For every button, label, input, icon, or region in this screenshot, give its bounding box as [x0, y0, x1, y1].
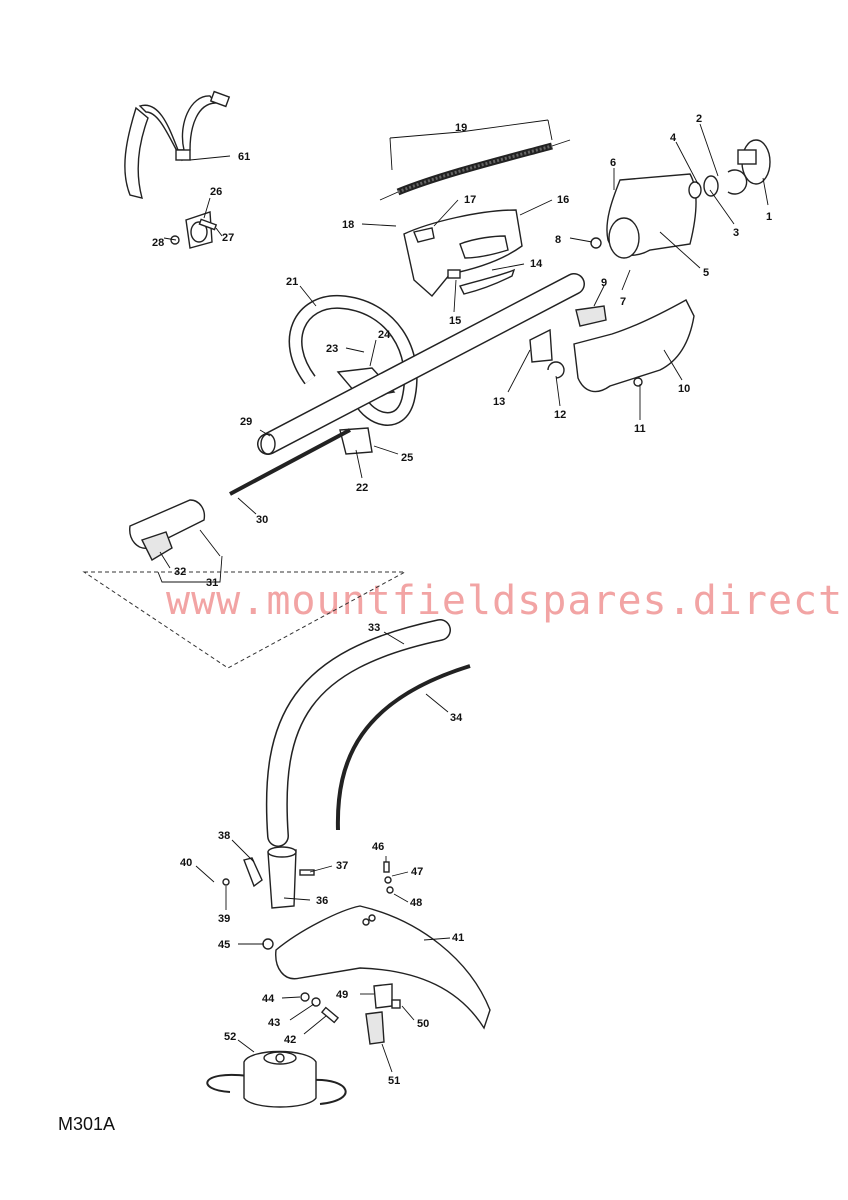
callout-32: 32 [174, 566, 186, 578]
throttle-handle-housing [403, 209, 523, 298]
callout-7: 7 [620, 296, 626, 308]
callout-8: 8 [555, 234, 561, 246]
drive-shaft [229, 428, 351, 496]
callout-40: 40 [180, 857, 192, 869]
callout-4: 4 [670, 132, 677, 144]
throttle-trigger [447, 268, 516, 295]
watermark-text: www.mountfieldspares.direct [166, 578, 843, 624]
callout-36: 36 [316, 895, 328, 907]
callout-13: 13 [493, 396, 505, 408]
callout-45: 45 [218, 939, 230, 951]
callout-39: 39 [218, 913, 230, 925]
callout-29: 29 [240, 416, 252, 428]
drive-tube [257, 273, 585, 455]
callout-47: 47 [411, 866, 423, 878]
grip-housing [529, 299, 695, 393]
callout-12: 12 [554, 409, 566, 421]
trimmer-head [206, 1050, 347, 1108]
callout-22: 22 [356, 482, 368, 494]
callout-9: 9 [601, 277, 607, 289]
callout-25: 25 [401, 452, 413, 464]
callout-49: 49 [336, 989, 348, 1001]
callout-1: 1 [766, 211, 772, 223]
tube-coupler [129, 499, 206, 561]
throttle-cable [379, 139, 571, 201]
callout-26: 26 [210, 186, 222, 198]
trimmer-guard [275, 905, 491, 1030]
callout-33: 33 [368, 622, 380, 634]
callout-27: 27 [222, 232, 234, 244]
callout-42: 42 [284, 1034, 296, 1046]
callout-50: 50 [417, 1018, 429, 1030]
handle-clamp-bracket [170, 211, 218, 249]
gear-head-assembly [222, 846, 315, 909]
callout-23: 23 [326, 343, 338, 355]
callout-37: 37 [336, 860, 348, 872]
callout-5: 5 [703, 267, 709, 279]
assembly-dashed-outline [82, 571, 406, 669]
harness-strap [124, 90, 231, 199]
callout-19: 19 [455, 122, 467, 134]
callout-28: 28 [152, 237, 164, 249]
callout-11: 11 [634, 423, 646, 435]
callout-48: 48 [410, 897, 422, 909]
callout-34: 34 [450, 712, 463, 724]
callout-17: 17 [464, 194, 476, 206]
callout-21: 21 [286, 276, 298, 288]
callout-41: 41 [452, 932, 464, 944]
callout-46: 46 [372, 841, 384, 853]
callout-15: 15 [449, 315, 461, 327]
guard-fasteners [262, 861, 401, 1045]
callout-61: 61 [238, 151, 250, 163]
callout-44: 44 [262, 993, 275, 1005]
leader-lines [157, 119, 769, 1073]
callout-38: 38 [218, 830, 230, 842]
gearbox-assembly [590, 139, 771, 259]
diagram-code-label: M301A [58, 1114, 116, 1134]
callout-3: 3 [733, 227, 739, 239]
callout-43: 43 [268, 1017, 280, 1029]
callout-14: 14 [530, 258, 543, 270]
bent-drive-tube [265, 619, 451, 847]
callout-30: 30 [256, 514, 268, 526]
callout-24: 24 [378, 329, 391, 341]
callout-10: 10 [678, 383, 690, 395]
callout-16: 16 [557, 194, 569, 206]
flexible-drive-cable [335, 664, 471, 831]
callout-2: 2 [696, 113, 702, 125]
callout-6: 6 [610, 157, 616, 169]
callout-labels: 1 2 3 4 5 6 7 8 9 10 11 12 13 14 15 16 1… [152, 113, 772, 1087]
callout-31: 31 [206, 577, 218, 589]
callout-51: 51 [388, 1075, 400, 1087]
callout-18: 18 [342, 219, 354, 231]
callout-52: 52 [224, 1031, 236, 1043]
